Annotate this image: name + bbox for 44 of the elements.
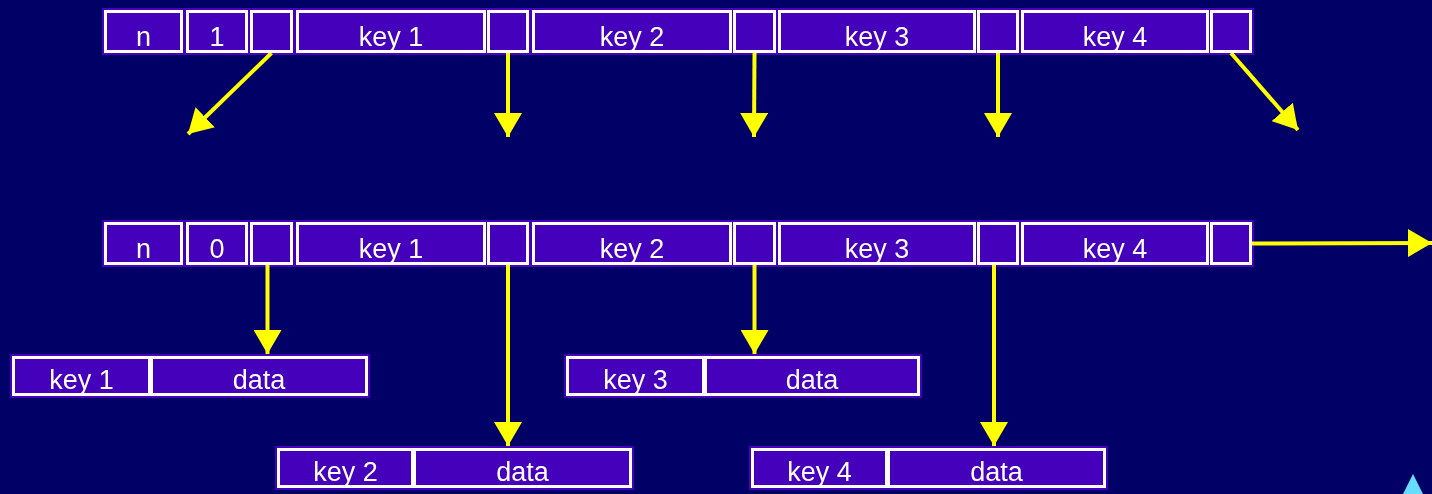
- record-box: [275, 446, 634, 490]
- pointer-cell: [1210, 222, 1252, 265]
- field-cell: data: [887, 448, 1106, 488]
- pointer-cell: [1210, 10, 1252, 53]
- field-cell: key 4: [1021, 222, 1209, 265]
- field-cell: key 2: [532, 222, 732, 265]
- pointer-cell: [733, 222, 776, 265]
- field-cell: key 2: [277, 448, 414, 488]
- field-cell: 0: [186, 222, 248, 265]
- field-cell: n: [104, 222, 183, 265]
- pointer-cell: [487, 222, 529, 265]
- field-cell: key 4: [1021, 10, 1209, 53]
- arrow: [740, 53, 769, 137]
- arrow: [186, 51, 273, 136]
- field-cell: 1: [186, 10, 248, 53]
- field-cell: key 3: [566, 356, 705, 396]
- field-cell: data: [150, 356, 368, 396]
- pointer-cell: [733, 10, 776, 53]
- arrow: [984, 53, 1012, 137]
- record-box: [10, 354, 370, 398]
- arrow: [1229, 51, 1300, 132]
- field-cell: key 4: [751, 448, 888, 488]
- record-box: [749, 446, 1108, 490]
- arrow: [740, 265, 769, 354]
- pointer-cell: [250, 222, 293, 265]
- pointer-cell: [977, 10, 1019, 53]
- field-cell: key 1: [296, 222, 486, 265]
- field-cell: key 3: [778, 222, 976, 265]
- pointer-cell: [487, 10, 529, 53]
- field-cell: data: [413, 448, 632, 488]
- record-box: [564, 354, 922, 398]
- field-cell: key 3: [778, 10, 976, 53]
- arrow: [494, 53, 522, 137]
- pointer-cell: [977, 222, 1019, 265]
- field-cell: key 1: [296, 10, 486, 53]
- field-cell: key 1: [12, 356, 151, 396]
- arrow: [1252, 229, 1432, 258]
- field-cell: key 2: [532, 10, 732, 53]
- pointer-cell: [250, 10, 293, 53]
- field-cell: n: [104, 10, 183, 53]
- arrow: [494, 265, 522, 446]
- field-cell: data: [704, 356, 920, 396]
- arrow: [253, 265, 282, 354]
- arrow: [980, 265, 1008, 446]
